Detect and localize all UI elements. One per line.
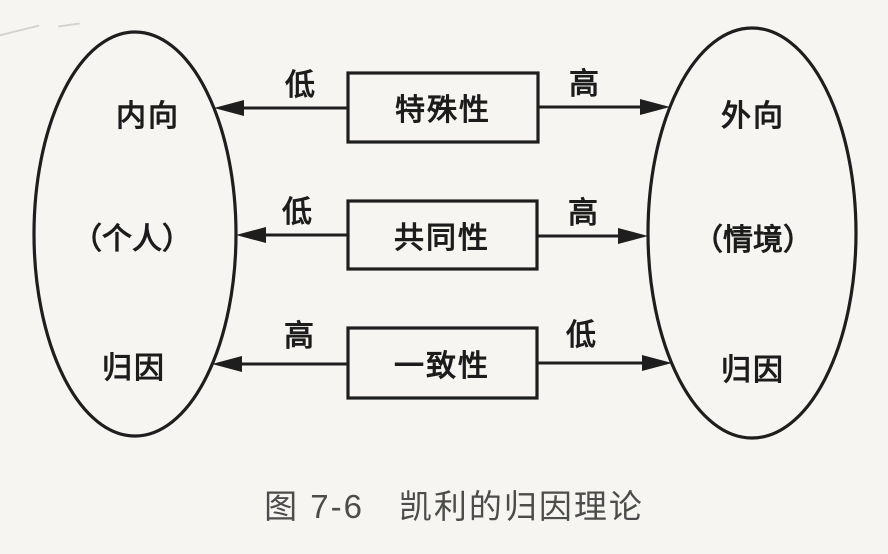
right-ellipse-shape xyxy=(646,26,858,440)
row3-left-arrowhead xyxy=(212,356,242,372)
row3-left-level-label: 高 xyxy=(284,320,316,353)
left-ellipse-shape xyxy=(32,30,238,438)
row2-right-level-label: 高 xyxy=(568,197,600,230)
row2-right-arrowhead xyxy=(618,228,648,244)
row3-box-label: 一致性 xyxy=(394,350,490,383)
row2-left-level-label: 低 xyxy=(282,196,314,229)
row1-box-label: 特殊性 xyxy=(395,94,491,127)
right-ellipse-label-bottom: 归因 xyxy=(721,354,785,387)
figure-caption: 图 7-6 凯利的归因理论 xyxy=(264,488,644,525)
right-ellipse-label-middle: （情境） xyxy=(693,224,813,257)
row1-right-level-label: 高 xyxy=(569,68,601,101)
row1-left-level-label: 低 xyxy=(285,69,317,102)
row1-left-arrowhead xyxy=(214,100,244,116)
row3-right-level-label: 低 xyxy=(566,319,598,352)
row1-right-arrowhead xyxy=(640,99,670,115)
row3-right-arrowhead xyxy=(642,355,672,371)
left-ellipse-label-bottom: 归因 xyxy=(102,352,166,385)
left-ellipse-label-middle: （个人） xyxy=(72,223,192,256)
left-ellipse-label-top: 内向 xyxy=(116,100,180,133)
row2-left-arrowhead xyxy=(236,227,266,243)
right-ellipse-label-top: 外向 xyxy=(721,100,785,133)
row2-box-label: 共同性 xyxy=(394,222,490,255)
